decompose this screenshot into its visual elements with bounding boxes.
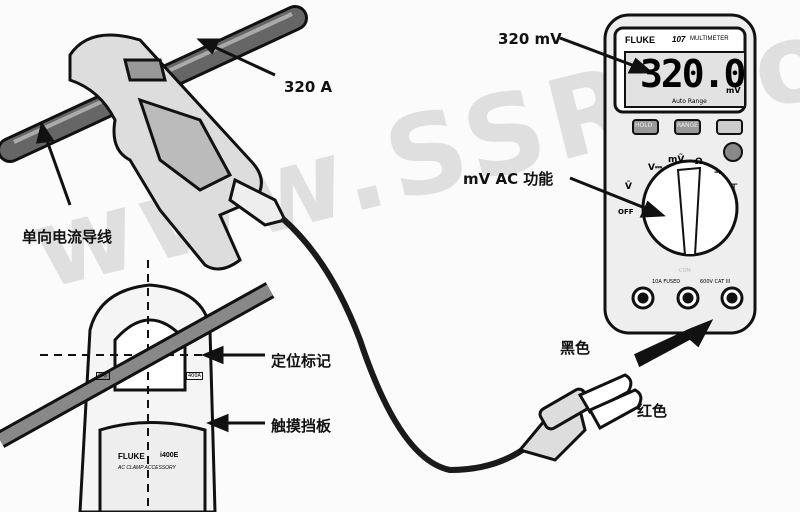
dial-diode[interactable]: → [714, 168, 722, 178]
dial-vdc[interactable]: V⎓ [648, 163, 663, 173]
clamp-model: i400E [160, 452, 179, 459]
backlight-button[interactable] [717, 120, 742, 134]
black-lead-label: 黑色 [560, 339, 591, 357]
callout-arrows [36, 36, 714, 433]
clamp-mark-left: CAT [96, 372, 110, 380]
dial-mvac[interactable]: mṼ [668, 155, 685, 165]
clamp-brand: FLUKE [118, 452, 145, 461]
function-callout: mV AC 功能 [463, 170, 554, 188]
jack-label-com: COM [679, 268, 691, 274]
current-callout: 320 A [284, 78, 333, 96]
meter-display-unit: mV [726, 86, 741, 95]
touch-guard-label: 触摸挡板 [271, 417, 332, 435]
meter-display-value: 320.0 [640, 52, 746, 96]
range-button[interactable]: RANGE [677, 122, 698, 129]
clamp-subtitle: AC CLAMP ACCESSORY [118, 465, 176, 471]
meter-model: 107 [672, 35, 686, 44]
red-lead-label: 红色 [637, 402, 668, 420]
alignment-mark-label: 定位标记 [271, 352, 332, 370]
dial-off[interactable]: OFF [618, 208, 634, 216]
clamp-mark-right: 400A [186, 372, 203, 380]
multimeter [603, 13, 757, 335]
dial-capacitance[interactable]: ⊤ [730, 183, 739, 193]
conductor-lower [0, 282, 275, 448]
meter-display-mode: Auto Range [672, 98, 707, 105]
meter-model-sub: MULTIMETER [690, 36, 729, 42]
current-clamp-bottom [40, 260, 260, 512]
meter-brand: FLUKE [625, 35, 655, 45]
test-lead-cable [280, 215, 548, 474]
conductor-label: 单向电流导线 [22, 228, 113, 246]
dial-vac[interactable]: Ṽ [625, 182, 632, 192]
banana-plug [517, 373, 643, 462]
hold-button[interactable]: HOLD [635, 122, 653, 129]
jack-label-10a: 10A FUSED [652, 279, 681, 285]
current-clamp-top [68, 33, 288, 271]
jack-label-cat: 600V CAT III [700, 279, 731, 285]
meter-reading-callout: 320 mV [498, 30, 562, 48]
dial-ohm[interactable]: Ω [695, 157, 703, 167]
